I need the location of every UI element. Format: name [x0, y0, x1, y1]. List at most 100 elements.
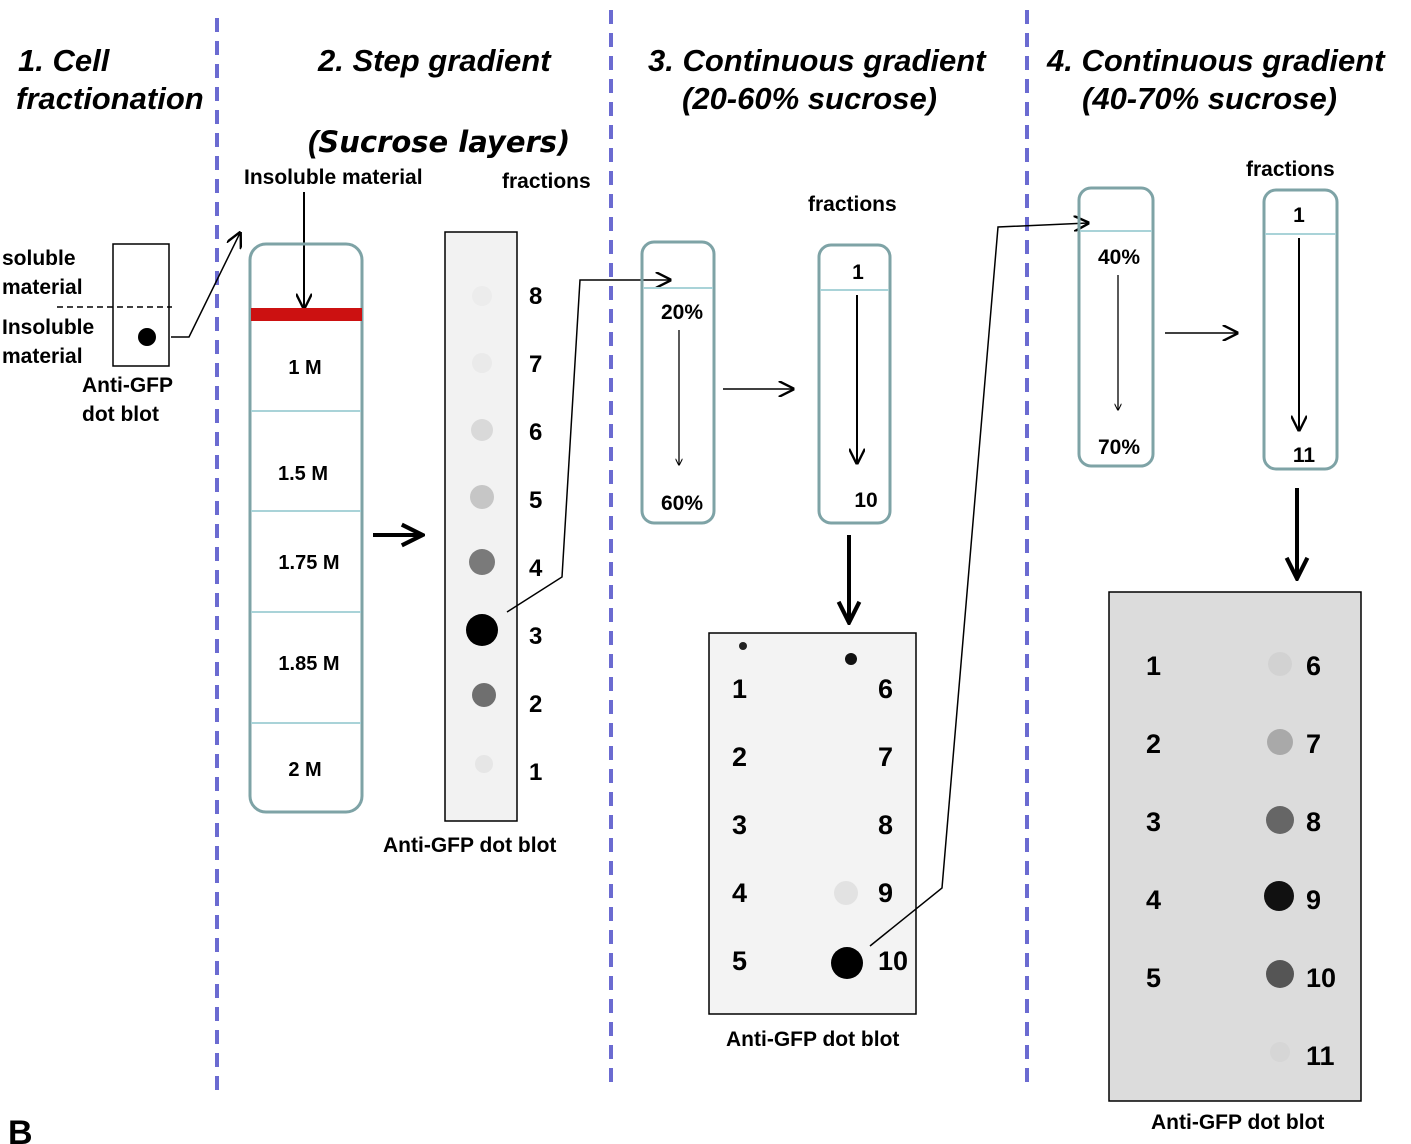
- insoluble-band: [251, 308, 362, 321]
- dot-fraction-10: [831, 947, 863, 979]
- fraction-bottom-number: 10: [854, 489, 877, 512]
- continuous-blot-40-70: [1108, 591, 1362, 1102]
- blot-label-right: 10: [1306, 963, 1336, 993]
- step-gradient-tube: [248, 242, 364, 814]
- dot-fraction-8: [1266, 806, 1294, 834]
- layer-label: 1 M: [288, 357, 321, 379]
- insoluble-label-line2: material: [2, 345, 83, 368]
- dot-fraction-9: [1264, 881, 1294, 911]
- section-4-title-line1: 4. Continuous gradient: [1046, 43, 1386, 78]
- blot-label-left: 1: [732, 674, 747, 704]
- dot-fraction-8: [472, 286, 492, 306]
- blot-label-right: 8: [878, 810, 893, 840]
- panel-4-continuous-gradient-40-70: 40% 70% fractions 1 11 1 2 3 4 5 6 7 8 9…: [1077, 158, 1362, 1134]
- panel4-fractions-label: fractions: [1246, 158, 1335, 181]
- gradient-bottom-pct: 70%: [1098, 436, 1140, 459]
- transfer-arrow-2: [506, 280, 670, 613]
- layer-label: 1.5 M: [278, 463, 328, 485]
- blot-label-right: 10: [878, 946, 908, 976]
- dot-fraction-1: [475, 755, 493, 773]
- blot-label-left: 1: [1146, 651, 1161, 681]
- blot-label-left: 4: [732, 878, 747, 908]
- blot-label-left: 2: [1146, 729, 1161, 759]
- panel1-blot-caption-line2: dot blot: [82, 403, 159, 426]
- blot-label-left: 3: [732, 810, 747, 840]
- insoluble-dot: [138, 328, 156, 346]
- blot-label-right: 9: [1306, 885, 1321, 915]
- section-1-title-line1: 1. Cell: [18, 43, 111, 78]
- transfer-arrow-3: [869, 223, 1088, 947]
- section-3-title-line2: (20-60% sucrose): [682, 81, 937, 116]
- blot-fraction-number: 1: [529, 759, 542, 786]
- blot-fraction-number: 5: [529, 487, 542, 514]
- dot-fraction-10: [1266, 960, 1294, 988]
- insoluble-label-line1: Insoluble: [2, 316, 94, 339]
- blot-label-right: 6: [1306, 651, 1321, 681]
- soluble-label-line1: soluble: [2, 247, 76, 270]
- panel1-blot-caption-line1: Anti-GFP: [82, 374, 173, 397]
- fractionation-blot-strip: [112, 243, 170, 367]
- blot-fraction-number: 6: [529, 419, 542, 446]
- fraction-tube-1-11: [1262, 188, 1339, 471]
- layer-label: 2 M: [288, 759, 321, 781]
- blot-label-left: 5: [1146, 963, 1161, 993]
- gradient-tube-40-70: [1077, 186, 1155, 468]
- fraction-tube-1-10: [817, 243, 892, 525]
- blot-fraction-number: 8: [529, 283, 542, 310]
- blot-fraction-number: 4: [529, 555, 543, 582]
- fraction-bottom-number: 11: [1293, 444, 1316, 467]
- step-gradient-blot: [444, 231, 518, 822]
- blot-fraction-number: 3: [529, 623, 542, 650]
- dot-fraction-3: [466, 614, 498, 646]
- blot-fraction-number: 7: [529, 351, 542, 378]
- panel-3-continuous-gradient-20-60: 20% 60% fractions 1 10 1 2 3 4 5 6 7 8 9…: [640, 193, 1088, 1051]
- panel2-fractions-label: fractions: [502, 170, 591, 193]
- soluble-label-line2: material: [2, 276, 83, 299]
- continuous-blot-20-60: [708, 632, 917, 1015]
- dot-fraction-4: [469, 549, 495, 575]
- transfer-arrow-1: [171, 233, 240, 338]
- panel-letter: B: [8, 1114, 33, 1144]
- blot-fraction-number: 2: [529, 691, 542, 718]
- blot-label-right: 6: [878, 674, 893, 704]
- blot-label-left: 3: [1146, 807, 1161, 837]
- panel3-blot-caption: Anti-GFP dot blot: [726, 1028, 899, 1051]
- blot-label-left: 2: [732, 742, 747, 772]
- dot-fraction-6: [471, 419, 493, 441]
- fraction-top-number: 1: [1293, 204, 1305, 227]
- section-2-title: 2. Step gradient: [317, 43, 552, 78]
- dot-fraction-7: [472, 353, 492, 373]
- panel3-fractions-label: fractions: [808, 193, 897, 216]
- layer-label: 1.75 M: [278, 552, 339, 574]
- dot-fraction-11: [1270, 1042, 1290, 1062]
- section-3-title-line1: 3. Continuous gradient: [648, 43, 987, 78]
- panel-2-step-gradient: Insoluble material 1 M 1.5 M 1.75 M 1.85…: [244, 166, 670, 857]
- panel2-blot-caption: Anti-GFP dot blot: [383, 834, 556, 857]
- blot-label-right: 11: [1306, 1041, 1335, 1071]
- gradient-tube-20-60: [640, 240, 716, 525]
- gradient-bottom-pct: 60%: [661, 492, 703, 515]
- blot-label-left: 4: [1146, 885, 1161, 915]
- dot-fraction-5: [470, 485, 494, 509]
- section-1-title-line2: fractionation: [16, 81, 204, 116]
- layer-label: 1.85 M: [278, 653, 339, 675]
- panel-1-cell-fractionation: soluble material Insoluble material Anti…: [2, 233, 240, 426]
- dot-fraction-9: [834, 881, 858, 905]
- blot-label-right: 8: [1306, 807, 1321, 837]
- blot-label-right: 7: [878, 742, 893, 772]
- blot-speck: [739, 642, 747, 650]
- section-4-title-line2: (40-70% sucrose): [1082, 81, 1337, 116]
- insoluble-material-label: Insoluble material: [244, 166, 423, 189]
- blot-label-right: 9: [878, 878, 893, 908]
- blot-label-left: 5: [732, 946, 747, 976]
- section-2-subtitle-text: Sucrose layers): [318, 125, 570, 159]
- dot-fraction-7: [1267, 729, 1293, 755]
- dot-fraction-6: [1268, 652, 1292, 676]
- gradient-top-pct: 40%: [1098, 246, 1140, 269]
- blot-label-right: 7: [1306, 729, 1321, 759]
- blot-speck: [845, 653, 857, 665]
- panel4-blot-caption: Anti-GFP dot blot: [1151, 1111, 1324, 1134]
- section-2-subtitle: (Sucrose layers): [308, 124, 570, 159]
